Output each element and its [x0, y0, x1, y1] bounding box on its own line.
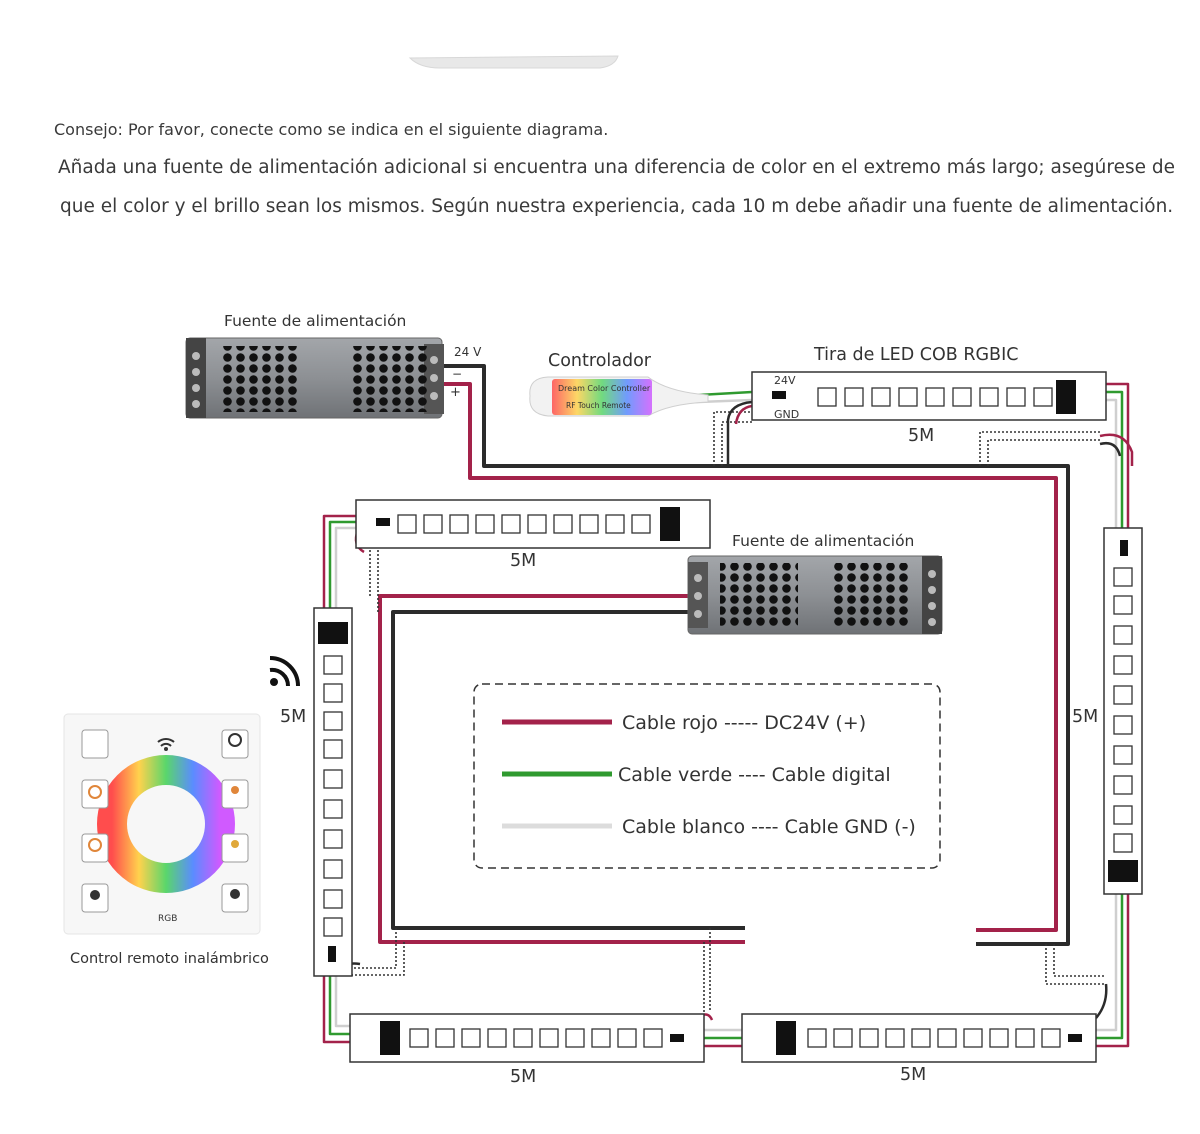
- wireless-remote: [63, 713, 261, 935]
- power-wires: [378, 364, 1070, 946]
- controller-label: Controlador: [548, 351, 652, 371]
- led-strip-right: [1103, 527, 1143, 895]
- psu-voltage-label: 24 V: [454, 345, 482, 359]
- length-label-mid-top: 5M: [510, 551, 536, 571]
- led-strip-left: [313, 607, 353, 977]
- length-label-top-right: 5M: [908, 426, 934, 446]
- note-line-1: Añada una fuente de alimentación adicion…: [58, 157, 1175, 178]
- strip-24v-label: 24V: [774, 374, 796, 387]
- note-line-2: que el color y el brillo sean los mismos…: [60, 196, 1174, 217]
- strip-title-label: Tira de LED COB RGBIC: [813, 345, 1018, 365]
- controller-badge-line-2: RF Touch Remote: [566, 401, 631, 410]
- length-label-right: 5M: [1072, 707, 1098, 727]
- controller-badge-line-1: Dream Color Controller: [558, 384, 651, 393]
- remote-caption: Control remoto inalámbrico: [70, 951, 269, 967]
- length-label-bottom-right: 5M: [900, 1065, 926, 1085]
- length-label-left: 5M: [280, 707, 306, 727]
- legend-box: [473, 683, 941, 869]
- controller-device: Dream Color Controller RF Touch Remote: [529, 376, 709, 417]
- jumper-wires-dotted: [344, 411, 1106, 1012]
- led-strip-mid-top: [355, 499, 711, 549]
- psu-mid-label: Fuente de alimentación: [732, 532, 914, 550]
- legend-label-0: Cable rojo ----- DC24V (+): [622, 712, 866, 734]
- psu-minus-label: −: [452, 367, 462, 381]
- psu-top-label: Fuente de alimentación: [224, 312, 406, 330]
- strip-gnd-label: GND: [774, 408, 799, 421]
- data-wires: [322, 382, 1130, 1048]
- legend-label-1: Cable verde ---- Cable digital: [618, 764, 891, 786]
- led-strip-top-right: [751, 371, 1107, 421]
- power-supply-mid: [687, 555, 943, 635]
- legend-items: Cable rojo ----- DC24V (+) Cable verde --…: [502, 712, 916, 838]
- wifi-signal-icon: [269, 656, 300, 687]
- length-label-bottom-left: 5M: [510, 1067, 536, 1087]
- legend-label-2: Cable blanco ---- Cable GND (-): [622, 816, 916, 838]
- power-supply-top: [185, 337, 444, 419]
- psu-plus-label: +: [450, 385, 461, 400]
- remote-rgb-label: RGB: [158, 914, 177, 924]
- tip-text: Consejo: Por favor, conecte como se indi…: [54, 120, 609, 139]
- led-strip-bottom-right: [741, 1013, 1097, 1063]
- led-strip-bottom-left: [349, 1013, 705, 1063]
